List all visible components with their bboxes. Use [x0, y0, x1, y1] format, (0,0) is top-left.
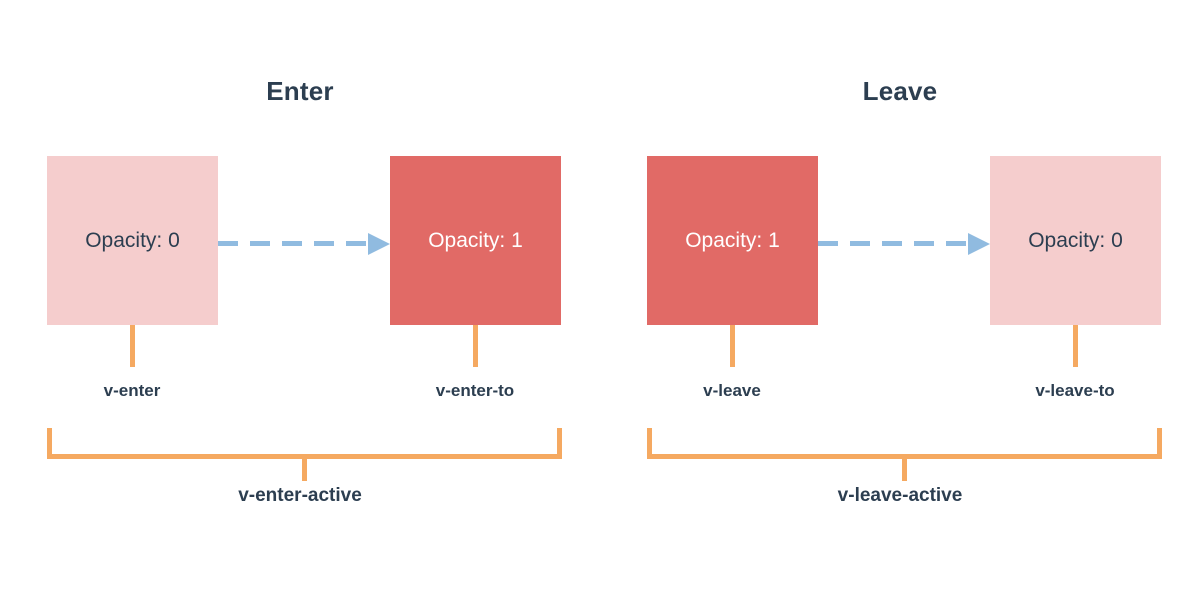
leave-active-bracket-stem: [902, 459, 907, 481]
enter-to-tick: [473, 325, 478, 367]
leave-to-box-label: Opacity: 0: [1028, 228, 1123, 252]
panel-title-enter: Enter: [266, 76, 334, 106]
enter-to-class-label: v-enter-to: [435, 381, 515, 400]
leave-to-class-label: v-leave-to: [1035, 381, 1115, 400]
leave-from-class-label: v-leave: [703, 381, 761, 400]
leave-arrow-head-icon: [968, 233, 990, 255]
leave-from-box-label: Opacity: 1: [685, 228, 780, 252]
enter-to-box: Opacity: 1: [390, 156, 561, 325]
enter-arrow-dashed-line: [218, 241, 368, 246]
leave-from-tick: [730, 325, 735, 367]
enter-active-bracket-stem: [302, 459, 307, 481]
enter-arrow-head-icon: [368, 233, 390, 255]
panel-leave: Leave Opacity: 1 Opacity: 0 v-leave v-le…: [600, 0, 1200, 600]
leave-arrow-dashed-line: [818, 241, 968, 246]
enter-from-box: Opacity: 0: [47, 156, 218, 325]
panel-enter: Enter Opacity: 0 Opacity: 1 v-enter v-en…: [47, 76, 562, 506]
enter-active-bracket: [47, 428, 562, 459]
panel-title-leave: Leave: [862, 76, 938, 106]
leave-active-bracket: [647, 428, 1162, 459]
enter-to-box-label: Opacity: 1: [428, 228, 523, 252]
enter-from-class-label: v-enter: [103, 381, 161, 400]
leave-active-class-label: v-leave-active: [837, 485, 963, 506]
enter-from-tick: [130, 325, 135, 367]
leave-to-box: Opacity: 0: [990, 156, 1161, 325]
leave-from-box: Opacity: 1: [647, 156, 818, 325]
enter-from-box-label: Opacity: 0: [85, 228, 180, 252]
leave-transition-arrow: [818, 233, 990, 255]
leave-to-tick: [1073, 325, 1078, 367]
enter-transition-arrow: [218, 233, 390, 255]
enter-active-class-label: v-enter-active: [238, 485, 362, 506]
